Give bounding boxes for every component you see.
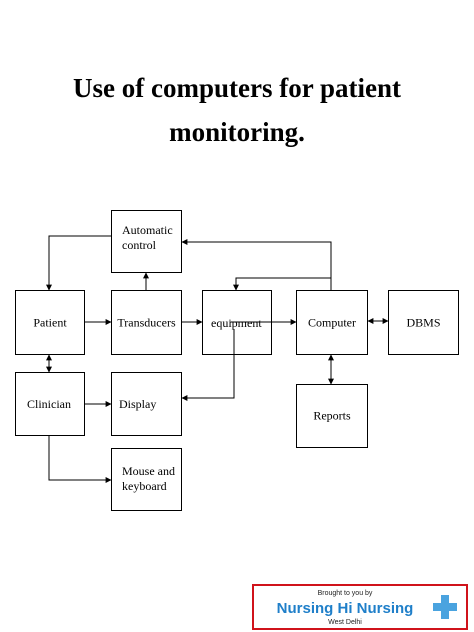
node-equipment-label: equipment	[211, 316, 262, 330]
node-display: Display	[111, 372, 182, 436]
node-dbms: DBMS	[388, 290, 459, 355]
node-dbms-label: DBMS	[406, 315, 441, 329]
edge-equipment-to-display	[181, 329, 235, 401]
node-mouse-keyboard-label: Mouse and keyboard	[122, 464, 175, 493]
node-transducers-label: Transducers	[117, 315, 176, 329]
node-clinician-label: Clinician	[27, 397, 71, 411]
badge-location: West Delhi	[328, 619, 362, 626]
edge-automatic-control-to-patient	[46, 235, 111, 291]
edge-clinician-to-mouse-keyboard	[48, 436, 112, 483]
node-automatic-control: Automatic control	[111, 210, 182, 273]
page-title-line-2: monitoring.	[169, 117, 305, 147]
edge-computer-to-automatic-control	[181, 239, 332, 290]
node-clinician: Clinician	[15, 372, 85, 436]
badge-tagline: Brought to you by	[317, 590, 373, 597]
node-reports: Reports	[296, 384, 368, 448]
node-equipment: equipment	[202, 290, 272, 355]
node-automatic-control-label: Automatic control	[122, 223, 173, 252]
medical-cross-icon	[433, 595, 457, 619]
badge-brand-name: Nursing Hi Nursing	[276, 600, 414, 617]
node-mouse-keyboard: Mouse and keyboard	[111, 448, 182, 511]
brand-badge: Brought to you by Nursing Hi Nursing Wes…	[252, 584, 468, 630]
edge-computer-to-equipment	[233, 277, 331, 291]
page-title-line-1: Use of computers for patient	[73, 73, 401, 103]
node-patient: Patient	[15, 290, 85, 355]
node-display-label: Display	[119, 397, 157, 411]
node-transducers: Transducers	[111, 290, 182, 355]
node-computer: Computer	[296, 290, 368, 355]
node-computer-label: Computer	[308, 315, 356, 329]
node-patient-label: Patient	[33, 315, 67, 329]
node-reports-label: Reports	[313, 408, 351, 423]
